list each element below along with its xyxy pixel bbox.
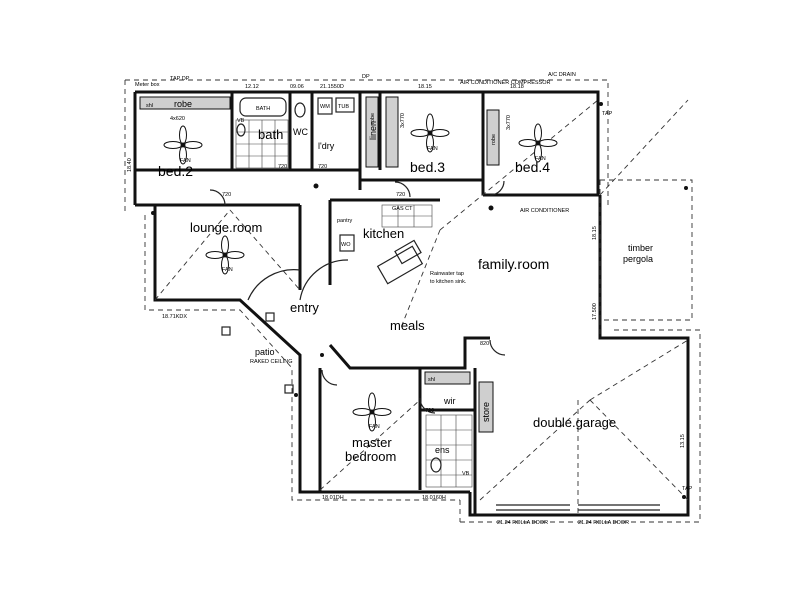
room-label-family: family.room xyxy=(478,256,549,272)
rainwater-label-1: Rainwater tap xyxy=(430,271,464,277)
gas-ct-label: GAS CT xyxy=(392,206,413,212)
room-label-master-line2: bedroom xyxy=(345,449,396,464)
room-label-bed4: bed.4 xyxy=(515,159,550,175)
room-label-timber: timber xyxy=(628,243,653,253)
robe-label-bed4: robe xyxy=(491,134,497,145)
compressor-label: AIR CONDITIONER COMPRESSOR xyxy=(460,80,550,86)
room-label-ldry: l'dry xyxy=(318,141,335,151)
dim-10: 820 xyxy=(480,341,489,347)
room-label-store: store xyxy=(481,402,491,422)
dim-5: 18.18 xyxy=(510,84,524,90)
aircon-label: AIR CONDITIONER xyxy=(520,208,569,214)
dim-9: 720 xyxy=(425,408,434,414)
dim-21: 18.40 xyxy=(127,158,133,172)
wo-label: WO xyxy=(341,242,351,248)
room-label-meals: meals xyxy=(390,318,425,333)
rolla-door-label-1: 21.24 ROLLA DOOR xyxy=(497,520,548,526)
vb-label-bath: VB xyxy=(237,118,245,124)
fan-bed4 xyxy=(518,123,558,163)
shl-label-wir: shl xyxy=(428,377,435,383)
dim-2: 09.06 xyxy=(290,84,304,90)
dim-7: 720 xyxy=(396,192,405,198)
room-label-bed3: bed.3 xyxy=(410,159,445,175)
dim-20: 4x620 xyxy=(170,116,185,122)
fan-label-bed4: FAN xyxy=(535,156,546,162)
room-label-kitchen: kitchen xyxy=(363,226,404,241)
wm-label: WM xyxy=(320,104,330,110)
dim-6: 720 xyxy=(222,192,231,198)
robes xyxy=(139,96,500,433)
fixtures xyxy=(209,97,660,511)
shl-label-bed2: shl xyxy=(146,103,153,109)
dim-15: 3x770 xyxy=(400,113,406,128)
tub-label: TUB xyxy=(338,104,349,110)
wet-area-tiles xyxy=(235,119,473,488)
rainwater-label-2: to kitchen sink. xyxy=(430,279,467,285)
dim-14: 18.71KDX xyxy=(162,314,187,320)
fan-master xyxy=(352,392,392,432)
room-label-master-line1: master xyxy=(352,435,392,450)
robe-label-bed2: robe xyxy=(174,99,192,109)
fan-lounge xyxy=(205,235,245,275)
vb-label-ens: VB xyxy=(462,471,470,477)
rolla-door-label-2: 21.24 ROLLA DOOR xyxy=(578,520,629,526)
fan-bed2 xyxy=(163,125,203,165)
outer-walls xyxy=(133,90,690,517)
dim-11: 720 xyxy=(318,164,327,170)
room-label-patio: patio xyxy=(255,347,275,357)
bath-fixture-label: BATH xyxy=(256,106,270,112)
dim-16: 3x770 xyxy=(506,115,512,130)
tap-label-right: TAP xyxy=(602,111,613,117)
dim-1: 12.12 xyxy=(245,84,259,90)
downpipe-points xyxy=(151,102,688,499)
raked-ceiling-label: RAKED CEILING xyxy=(250,359,292,365)
room-label-wc: WC xyxy=(293,127,308,137)
interior-walls xyxy=(135,92,598,515)
dim-19: 13.15 xyxy=(680,434,686,448)
tap-dp-label: TAP DP xyxy=(170,76,190,82)
dp-label: DP xyxy=(362,74,370,80)
dim-18: 17.500 xyxy=(592,303,598,320)
room-label-lounge: lounge.room xyxy=(190,220,262,235)
room-label-bath: bath xyxy=(258,127,283,142)
eaves-lines xyxy=(124,79,701,523)
room-label-entry: entry xyxy=(290,300,319,315)
room-label-linen: linen xyxy=(368,121,378,140)
fan-label-lounge: FAN xyxy=(222,267,233,273)
robe-label-bed3: robe xyxy=(370,113,376,124)
fan-label-bed2: FAN xyxy=(180,158,191,164)
ac-drain-label: A/C DRAIN xyxy=(548,72,576,78)
room-label-pantry: pantry xyxy=(337,218,353,224)
fan-label-bed3: FAN xyxy=(427,146,438,152)
room-label-bed2: bed.2 xyxy=(158,163,193,179)
fan-label-master: FAN xyxy=(369,424,380,430)
dim-8: 720 xyxy=(278,164,287,170)
meter-box-label: Meter box xyxy=(135,82,160,88)
dim-13: 18.0160H xyxy=(422,495,446,501)
room-label-garage: double.garage xyxy=(533,415,616,430)
room-label-wir: wir xyxy=(443,396,456,406)
fan-bed3 xyxy=(410,113,450,153)
dim-4: 18.15 xyxy=(418,84,432,90)
tap-label-garage: TAP xyxy=(682,486,693,492)
dim-3: 21.1550D xyxy=(320,84,344,90)
room-label-ens: ens xyxy=(435,445,450,455)
room-label-pergola: pergola xyxy=(623,254,653,264)
dim-12: 18.01DH xyxy=(322,495,344,501)
dim-17: 18.15 xyxy=(592,226,598,240)
